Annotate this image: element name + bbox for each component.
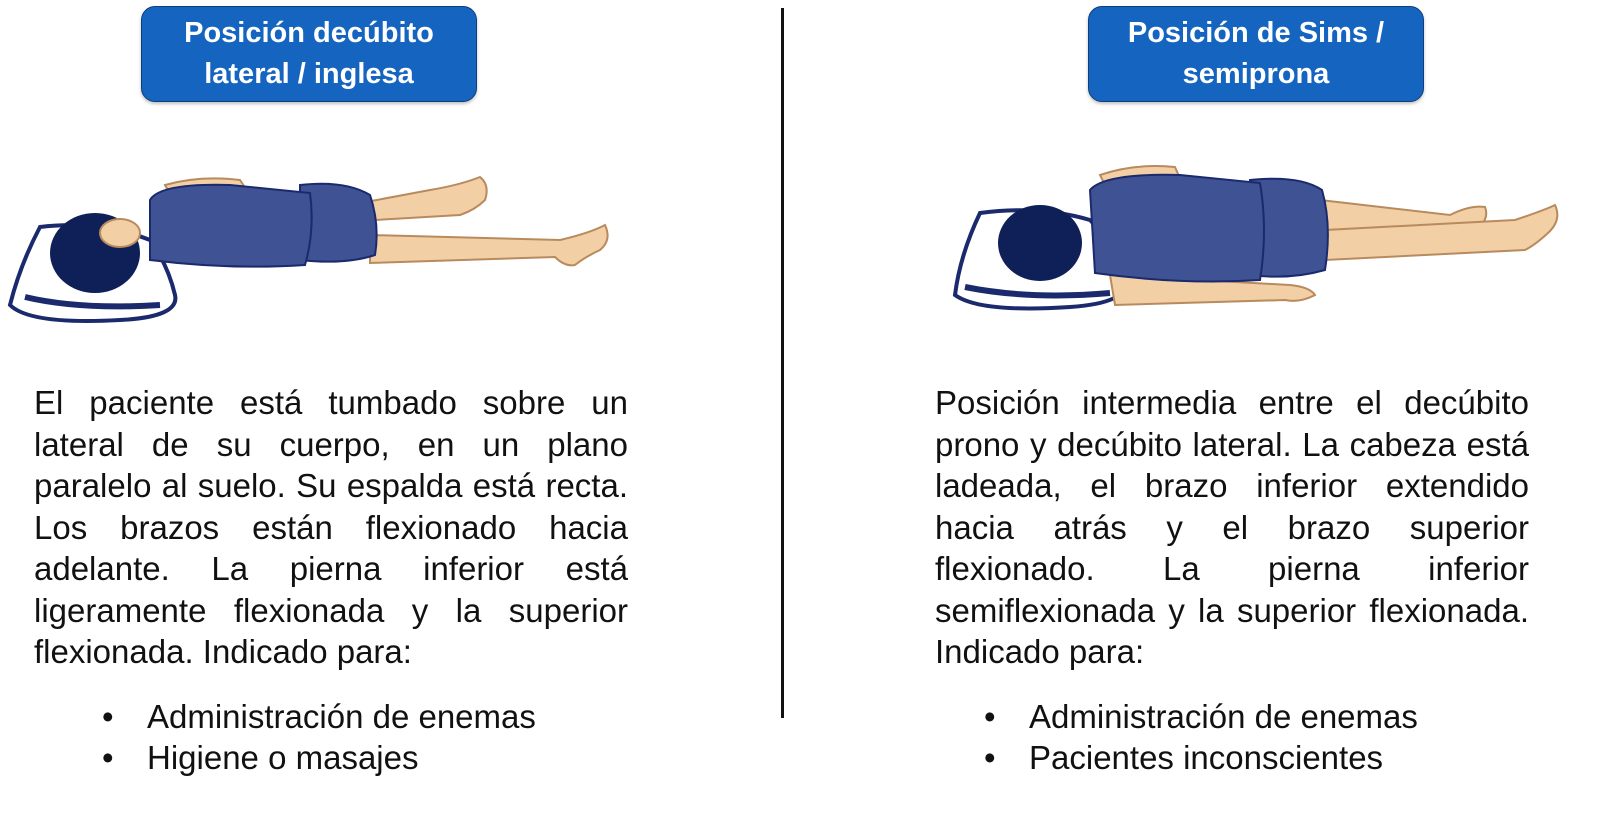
patient-lateral-position-icon <box>7 175 609 323</box>
uses-list-sims: • Administración de enemas • Pacientes i… <box>984 696 1418 778</box>
description-lateral-position: El paciente está tumbado sobre un latera… <box>34 384 628 670</box>
list-item: • Pacientes inconscientes <box>984 737 1418 778</box>
list-item: • Administración de enemas <box>102 696 536 737</box>
title-lateral-position: Posición decúbito lateral / inglesa <box>141 6 477 102</box>
head <box>998 205 1082 281</box>
lower-arm <box>1108 273 1317 307</box>
bullet: • <box>984 698 996 735</box>
title-lateral-position-text: Posición decúbito lateral / inglesa <box>184 17 434 90</box>
upper-leg <box>347 175 488 222</box>
shorts <box>1249 177 1329 278</box>
shorts <box>299 182 378 263</box>
list-item: • Administración de enemas <box>984 696 1418 737</box>
patient-sims-position-icon <box>952 165 1559 311</box>
lower-leg <box>369 223 609 267</box>
bullet: • <box>102 698 114 735</box>
description-sims-position: Posición intermedia entre el decúbito pr… <box>935 384 1529 670</box>
use-label: Administración de enemas <box>1029 698 1418 735</box>
uses-list-lateral: • Administración de enemas • Higiene o m… <box>102 696 536 778</box>
lower-leg <box>1324 203 1559 262</box>
torso <box>149 183 313 268</box>
bullet: • <box>102 739 114 776</box>
use-label: Pacientes inconscientes <box>1029 739 1384 776</box>
bullet: • <box>984 739 996 776</box>
vertical-divider <box>781 8 784 718</box>
title-sims-position: Posición de Sims / semiprona <box>1088 6 1424 102</box>
list-item: • Higiene o masajes <box>102 737 536 778</box>
title-sims-position-text: Posición de Sims / semiprona <box>1127 17 1385 90</box>
use-label: Higiene o masajes <box>147 739 419 776</box>
use-label: Administración de enemas <box>147 698 536 735</box>
torso <box>1088 173 1265 283</box>
